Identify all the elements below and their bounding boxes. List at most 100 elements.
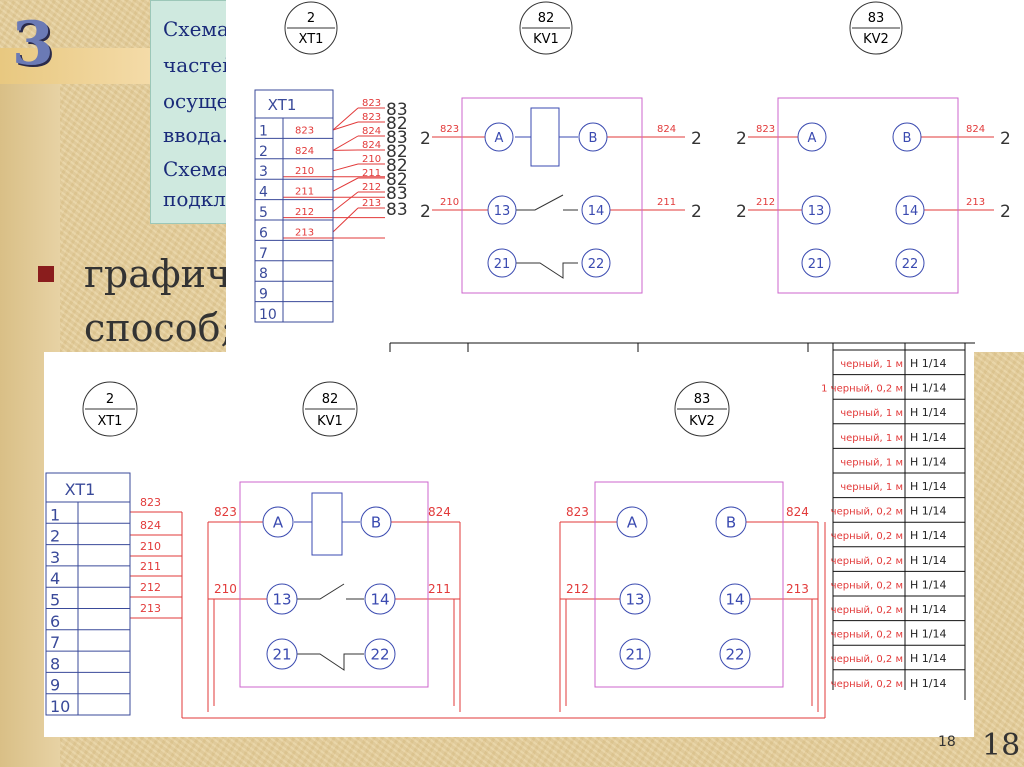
pin-label: 2 xyxy=(736,129,747,149)
wire-label: 824 xyxy=(140,519,161,532)
terminal-row-wire: 213 xyxy=(295,227,314,238)
cable-row-type: Н 1/14 xyxy=(910,382,946,395)
wire-label: 213 xyxy=(362,198,381,209)
pin-label: 2 xyxy=(420,202,431,222)
bottom-diagram-panel xyxy=(44,352,974,737)
callout-line: осуще xyxy=(163,89,228,113)
terminal-circle-label: 14 xyxy=(902,204,919,219)
destination-number: 82 xyxy=(386,170,408,190)
wire-label: 211 xyxy=(140,560,161,573)
wire xyxy=(332,191,359,212)
terminal-circle-label: A xyxy=(808,131,817,146)
bullet-text: способ; xyxy=(84,306,234,350)
terminal-circle xyxy=(719,583,751,615)
pin-label: 2 xyxy=(736,202,747,222)
cable-row-desc: черный, 0,2 м xyxy=(831,630,903,641)
terminal-row-number: 6 xyxy=(259,225,268,241)
terminal-row-wire: 823 xyxy=(295,125,314,136)
cable-row-type: Н 1/14 xyxy=(910,652,946,665)
wire-label: 212 xyxy=(140,581,161,594)
xt1-symbol-bottom: 2 XT1 xyxy=(82,381,138,437)
pin-label: 2 xyxy=(691,202,702,222)
cable-row-desc: черный, 0,2 м xyxy=(831,580,903,591)
terminal-circle-label: 13 xyxy=(494,204,511,219)
terminal-row-number: 1 xyxy=(259,123,268,139)
bullet-marker xyxy=(38,266,54,282)
cable-row-desc: черный, 1 м xyxy=(840,359,903,370)
terminal-row-number: 8 xyxy=(50,654,60,673)
terminal-circle xyxy=(719,638,751,670)
cable-row-desc: черный, 1 м xyxy=(840,433,903,444)
callout-line: ввода. xyxy=(163,123,228,147)
terminal-circle xyxy=(619,583,651,615)
wire-label: 212 xyxy=(756,197,775,208)
cable-row-type: Н 1/14 xyxy=(910,554,946,567)
terminal-circle xyxy=(797,122,827,152)
terminal-circle xyxy=(895,195,925,225)
cable-row-type: Н 1/14 xyxy=(910,357,946,370)
terminal-row-number: 7 xyxy=(50,633,60,652)
terminal-circle xyxy=(619,638,651,670)
wire-label: 823 xyxy=(362,98,381,109)
symbol-name: KV2 xyxy=(689,414,715,429)
terminal-title: XT1 xyxy=(268,96,297,114)
terminal-circle xyxy=(892,122,922,152)
terminal-circle-label: 21 xyxy=(272,646,291,664)
terminal-row-number: 9 xyxy=(50,676,60,695)
terminal-circle xyxy=(360,506,392,538)
terminal-circle xyxy=(616,506,648,538)
page-number-small: 18 xyxy=(938,734,956,750)
cable-row-type: Н 1/14 xyxy=(910,578,946,591)
terminal-circle-label: 13 xyxy=(272,591,291,609)
kv1-box-bottom xyxy=(239,481,429,688)
terminal-row-number: 3 xyxy=(259,164,268,180)
cable-row-desc: черный, 0,2 м xyxy=(831,679,903,690)
wire-label: 823 xyxy=(140,496,161,509)
cable-row-type: Н 1/14 xyxy=(910,480,946,493)
top-diagram-panel xyxy=(226,0,1024,352)
cable-row-desc: черный, 0,2 м xyxy=(831,654,903,665)
terminal-circle-label: B xyxy=(726,514,736,532)
destination-number: 82 xyxy=(386,156,408,176)
cable-row-type: Н 1/14 xyxy=(910,677,946,690)
cable-row-desc: черный, 1 м xyxy=(840,482,903,493)
terminal-circle-label: 22 xyxy=(725,646,744,664)
terminal-circle xyxy=(801,195,831,225)
terminal-circle-label: 22 xyxy=(370,646,389,664)
kv1-box-top xyxy=(461,97,643,294)
wire-label: 824 xyxy=(786,505,809,519)
terminal-circle-label: A xyxy=(627,514,638,532)
kv2-symbol-bottom: 83 KV2 xyxy=(674,381,730,437)
cable-row-type: Н 1/14 xyxy=(910,628,946,641)
terminal-circle xyxy=(581,195,611,225)
wire-label: 213 xyxy=(786,582,809,596)
wire xyxy=(332,121,359,131)
terminal-circle xyxy=(715,506,747,538)
cable-row-desc: 1 черный, 0,2 м xyxy=(821,384,903,395)
terminal-row-wire: 210 xyxy=(295,166,314,177)
slide-number: 3 xyxy=(12,9,54,79)
terminal-circle-label: 21 xyxy=(625,646,644,664)
cable-row-desc: черный, 0,2 м xyxy=(831,531,903,542)
terminal-row-number: 10 xyxy=(259,307,277,323)
terminal-row-number: 4 xyxy=(259,185,268,201)
pin-label: 2 xyxy=(420,129,431,149)
terminal-row-wire: 212 xyxy=(295,207,314,218)
terminal-row-number: 5 xyxy=(50,591,60,610)
kv1-contact-no-top xyxy=(515,194,578,211)
terminal-circle xyxy=(895,248,925,278)
wire-label: 213 xyxy=(140,602,161,615)
terminal-circle-label: 13 xyxy=(808,204,825,219)
wire-label: 824 xyxy=(362,126,381,137)
destination-number: 82 xyxy=(386,142,408,162)
terminal-circle xyxy=(487,248,517,278)
terminal-circle-label: A xyxy=(495,131,504,146)
symbol-name: KV1 xyxy=(317,414,343,429)
cable-row-type: Н 1/14 xyxy=(910,406,946,419)
terminal-row-wire: 824 xyxy=(295,146,314,157)
wire xyxy=(332,107,359,131)
terminal-row-number: 4 xyxy=(50,569,60,588)
